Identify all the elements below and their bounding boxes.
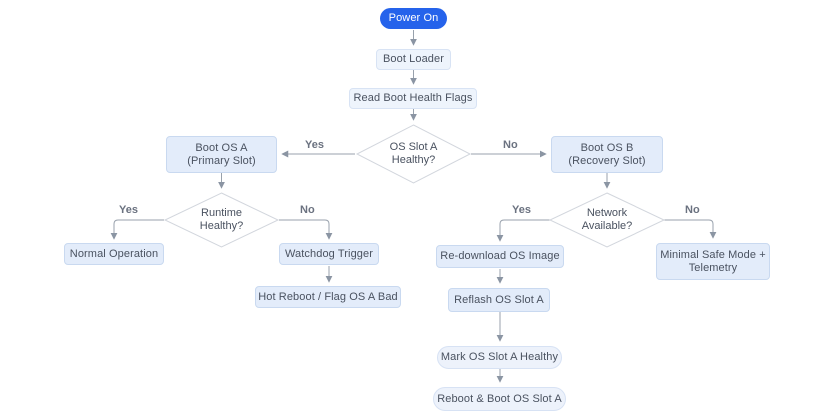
node-power-on: Power On [380,8,447,29]
decision-os-slot-a-healthy-shape [355,124,472,184]
edge-runtime-no-to-watchdog [279,219,333,240]
node-watchdog-trigger: Watchdog Trigger [279,243,379,265]
node-reflash-os-slot-a: Reflash OS Slot A [448,288,550,312]
edge-network-no-to-minimalsafe [664,219,717,239]
edge-network-yes-to-redownload [496,219,550,242]
node-reboot-boot-os-slot-a: Reboot & Boot OS Slot A [433,387,566,411]
edge-label-runtime-no: No [300,204,315,216]
node-boot-os-b: Boot OS B (Recovery Slot) [551,136,663,173]
node-hot-reboot-flag-os-a-bad: Hot Reboot / Flag OS A Bad [255,286,401,308]
edge-runtime-yes-to-normal [110,219,164,240]
decision-runtime-healthy-shape [163,192,280,248]
node-minimal-safe-mode-telemetry: Minimal Safe Mode + Telemetry [656,243,770,280]
decision-network-available-shape [548,192,666,248]
node-mark-os-slot-a-healthy: Mark OS Slot A Healthy [437,346,562,369]
node-boot-os-a: Boot OS A (Primary Slot) [166,136,277,173]
edge-label-slot-a-yes: Yes [305,139,324,151]
node-boot-loader-label: Boot Loader [382,53,445,65]
node-re-download-os-image: Re-download OS Image [436,245,564,268]
edge-label-network-yes: Yes [512,204,531,216]
node-normal-operation: Normal Operation [64,243,164,265]
node-power-on-label: Power On [388,12,439,24]
node-read-boot-health-flags: Read Boot Health Flags [349,88,477,109]
node-boot-loader: Boot Loader [376,49,451,70]
node-read-boot-health-flags-label: Read Boot Health Flags [353,92,473,104]
edge-label-runtime-yes: Yes [119,204,138,216]
edge-label-slot-a-no: No [503,139,518,151]
edge-label-network-no: No [685,204,700,216]
